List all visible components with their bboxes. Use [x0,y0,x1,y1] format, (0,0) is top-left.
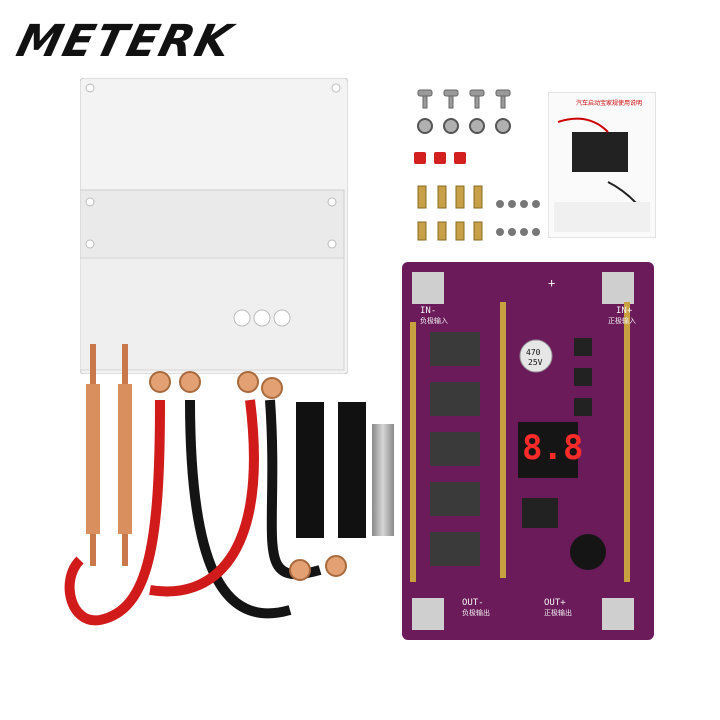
brand-logo: METERK [12,16,338,67]
heat-shrink-tube-1 [296,402,324,538]
nickel-strip [372,424,394,536]
nuts [417,118,511,134]
label-in-positive: IN+ [616,306,633,316]
manual-sheet [548,92,656,238]
heat-shrink-tube-2 [338,402,366,538]
capacitor-voltage: 25V [528,358,543,367]
led-display-reading: 8.8 [522,428,584,468]
small-screws [496,200,540,236]
screws [417,89,511,109]
capacitor-value: 470 [526,348,541,357]
hardware-kit [414,89,540,241]
label-out-negative-cn: 负极输出 [462,609,490,617]
acrylic-case-panels [80,78,348,374]
label-in-positive-cn: 正极输入 [608,317,636,325]
label-out-positive: OUT+ [544,598,566,608]
label-in-negative: IN- [420,306,437,316]
pcb-board [402,262,654,640]
rubber-caps [414,152,466,164]
label-in-negative-cn: 负极输入 [420,317,448,325]
label-out-positive-cn: 正极输出 [544,609,572,617]
manual-title: 汽车启动宝家规使用说明 [576,101,643,107]
brand-logo-text: METERK [11,16,239,67]
spot-welder-pcb: 470 25V 8.8 IN- 负极输入 IN+ 正极输入 OUT- 负极输出 … [402,262,654,640]
welding-pens [86,344,132,566]
plus-terminal-mark: + [548,276,556,290]
instruction-manual: 汽车启动宝家规使用说明 [548,92,656,238]
power-cables [64,371,347,626]
label-out-negative: OUT- [462,598,484,608]
brass-standoffs [417,185,483,241]
